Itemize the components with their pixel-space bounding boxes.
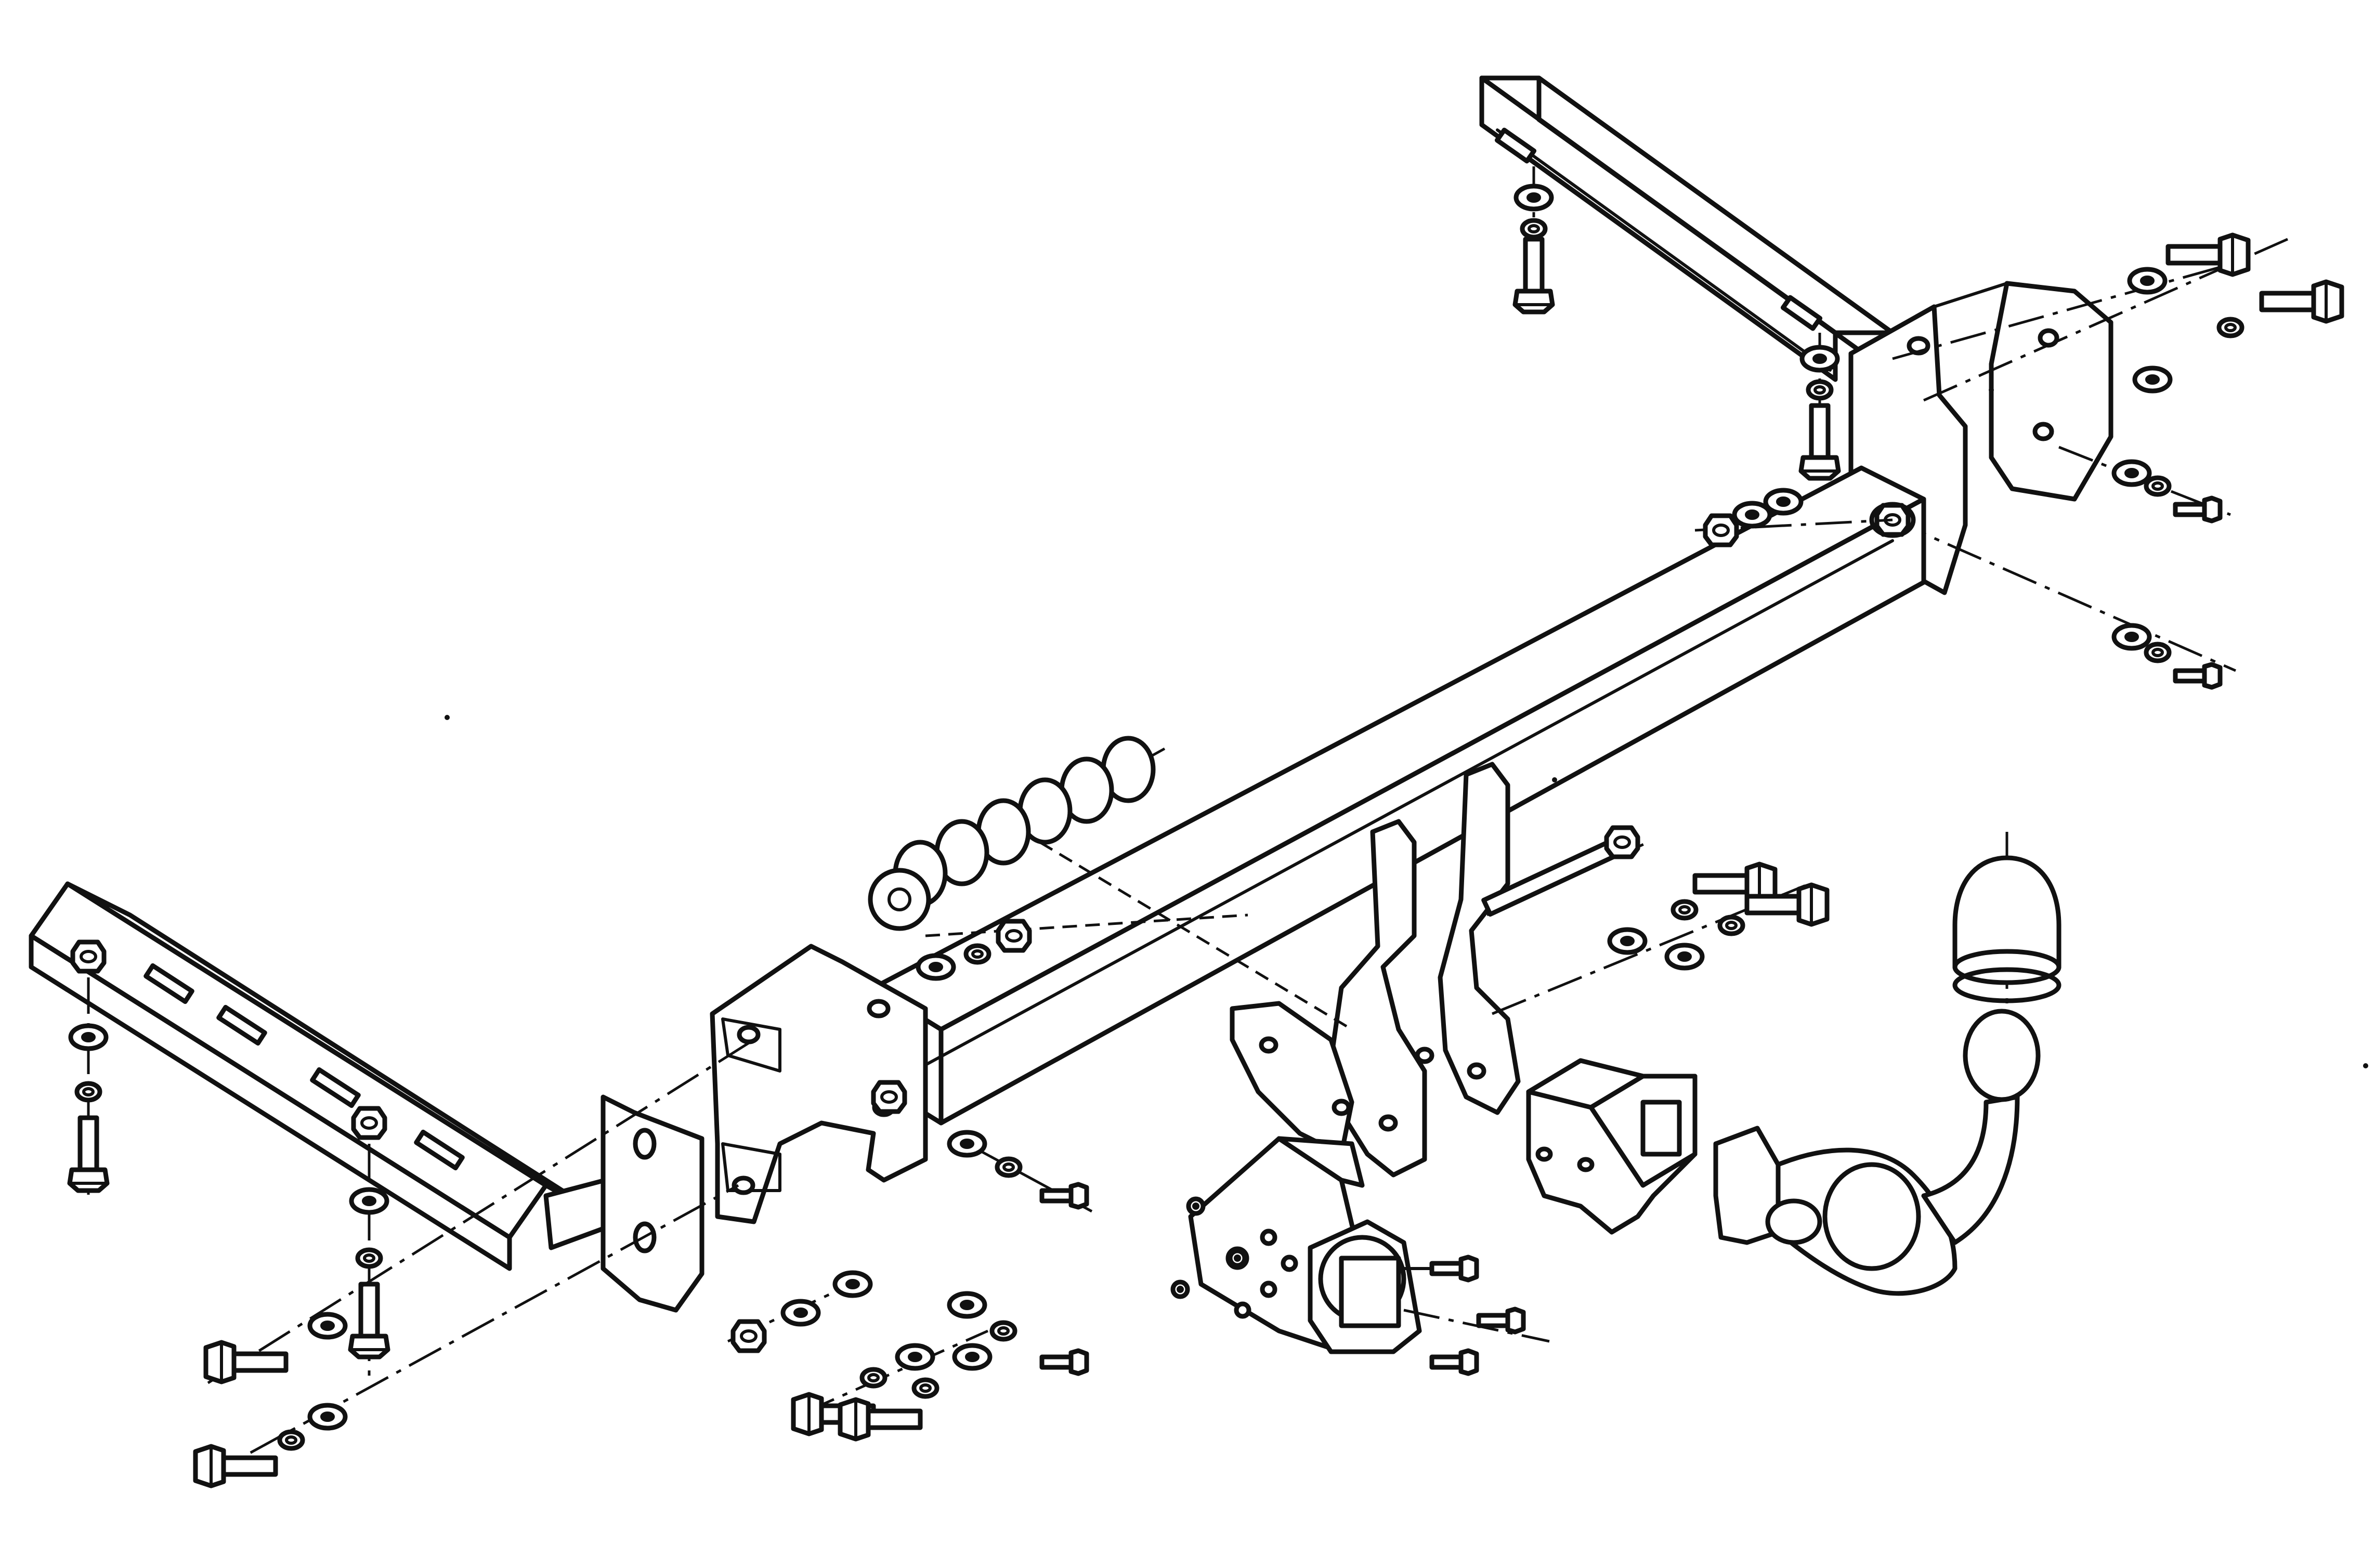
lower-fastener-group: [727, 1132, 1093, 1439]
left-member-fasteners: [70, 977, 388, 1378]
left-mounting-bracket: [601, 944, 928, 1313]
ball-mount-socket: [1526, 1058, 1698, 1235]
center-fasteners: [1481, 828, 1827, 1015]
bumper-spacer-stack: [868, 736, 1353, 1031]
ball-cover-cap: [1952, 855, 2061, 1003]
center-drop-brackets: [1230, 762, 1521, 1178]
left-bracket-fasteners: [195, 1038, 755, 1486]
right-bracket-fasteners: [1891, 235, 2342, 687]
tow-ball-neck: [1713, 832, 2041, 1296]
seven-pin-socket: [1308, 1219, 1550, 1374]
construction-dots: [445, 387, 2368, 1068]
right-member-fasteners: [1515, 166, 1838, 478]
crossbar-end-nut-stack: [1694, 490, 1893, 545]
left-side-member: [29, 881, 653, 1271]
